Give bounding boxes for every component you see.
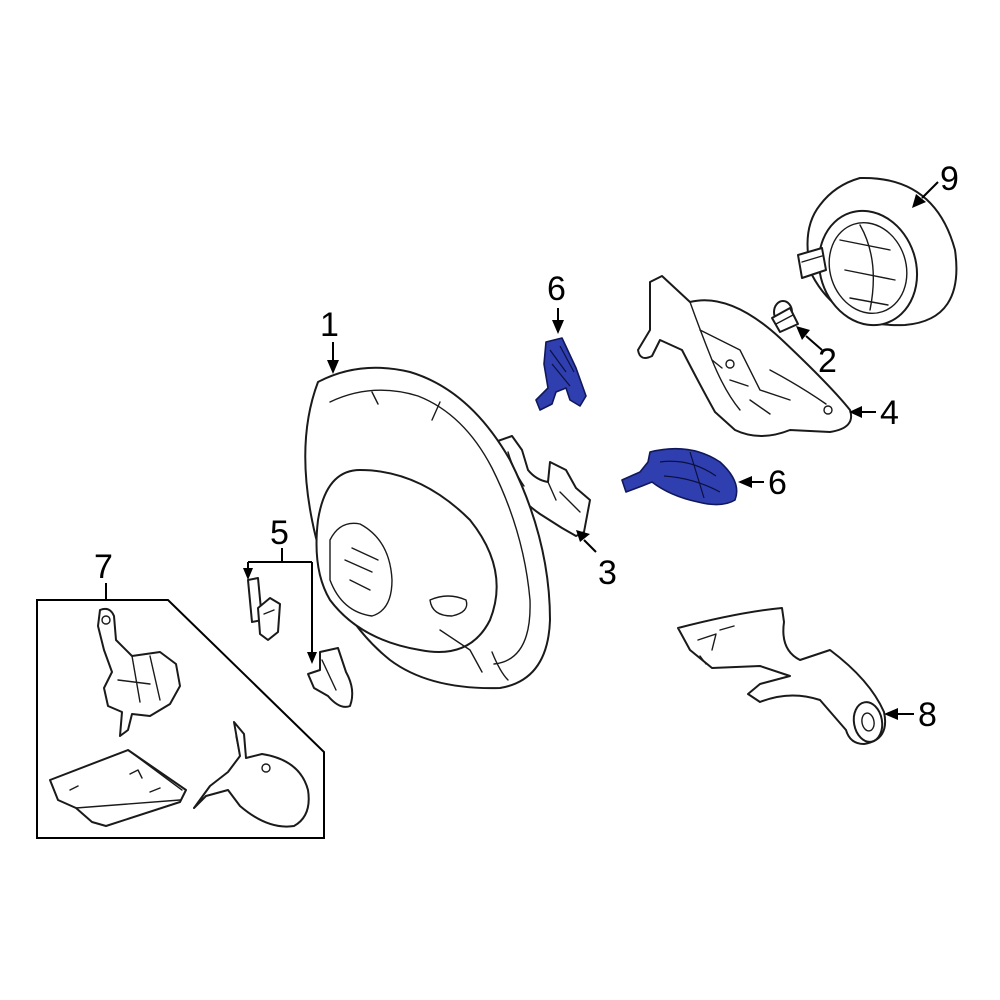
part-9-airbag-module (797, 176, 958, 327)
callout-6-upper: 6 (547, 270, 566, 308)
callout-2: 2 (818, 342, 837, 380)
callout-9: 9 (940, 160, 959, 198)
part-4-rear-cover (637, 275, 852, 437)
callout-8: 8 (918, 696, 937, 734)
callout-5: 5 (270, 514, 289, 552)
callout-numbers: 1 2 3 4 5 6 6 7 8 9 (94, 160, 959, 734)
callout-1: 1 (320, 306, 339, 344)
part-5-paddles (247, 577, 354, 708)
part-8-lower-trim (677, 607, 886, 745)
part-2-screw (771, 300, 799, 333)
callout-6-lower: 6 (768, 464, 787, 502)
part-1-steering-wheel (304, 366, 551, 690)
callout-7: 7 (94, 548, 113, 586)
part-6-switch-upper (535, 337, 587, 411)
part-7-kit (36, 599, 325, 839)
callout-4: 4 (880, 394, 899, 432)
callout-3: 3 (598, 554, 617, 592)
part-6-switch-lower (621, 447, 738, 506)
leader-lines (105, 181, 939, 720)
